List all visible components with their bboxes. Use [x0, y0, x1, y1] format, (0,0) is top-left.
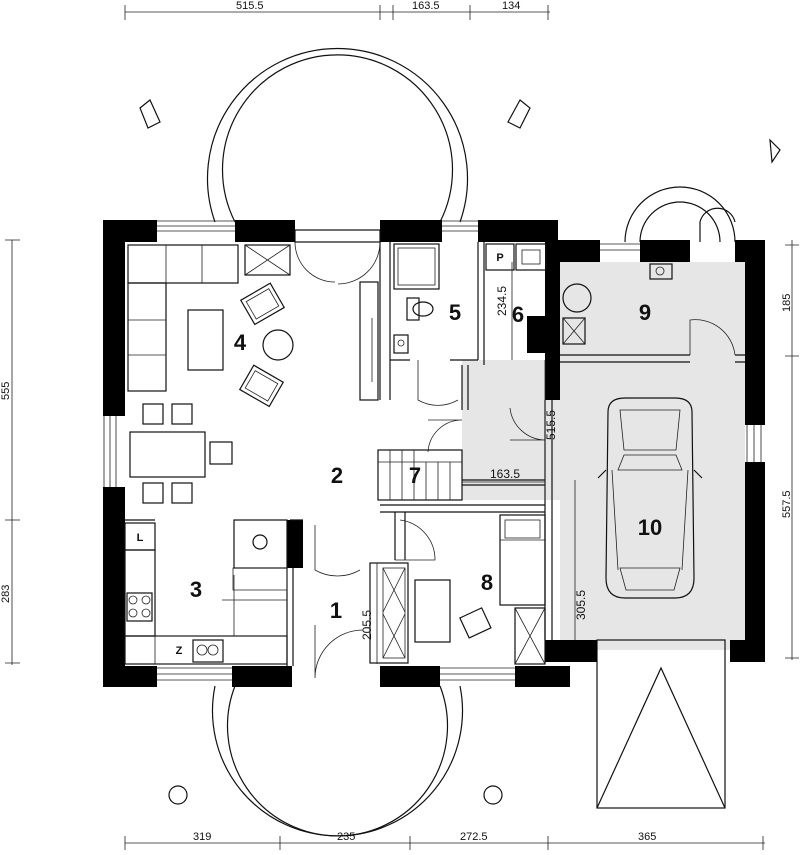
interior-dim-5: 305.5 — [574, 590, 588, 620]
dim-bottom-4: 365 — [638, 831, 656, 843]
dim-top-3: 134 — [502, 0, 520, 12]
room-number-9: 9 — [639, 300, 651, 325]
dim-left-1: 555 — [0, 382, 12, 400]
utility-fixtures — [485, 243, 547, 271]
room-number-5: 5 — [449, 300, 461, 325]
dim-bottom-1: 319 — [193, 831, 211, 843]
pergola-top — [139, 47, 531, 223]
kitchen-sink — [192, 639, 224, 663]
pergola-garage — [624, 138, 781, 243]
room-number-8: 8 — [481, 570, 493, 595]
desk — [414, 579, 451, 643]
room-number-4: 4 — [234, 330, 247, 355]
tv-cabinet — [359, 281, 379, 401]
room-number-2: 2 — [331, 463, 343, 488]
interior-dim-4: 205.5 — [360, 610, 374, 640]
desk-chair — [459, 607, 492, 639]
room-number-1: 1 — [330, 598, 342, 623]
dim-bottom-3: 272.5 — [460, 831, 488, 843]
garage-fixtures — [562, 263, 673, 345]
room-number-3: 3 — [190, 577, 202, 602]
driveway — [596, 639, 726, 809]
coffee-table — [187, 309, 224, 371]
interior-dimension-lines — [376, 262, 576, 664]
stove — [126, 592, 153, 622]
hall-floor — [462, 360, 560, 500]
dim-left-2: 283 — [0, 585, 12, 603]
room-number-10: 10 — [638, 515, 662, 540]
room-number-6: 6 — [512, 302, 524, 327]
dim-top-2: 163.5 — [412, 0, 440, 12]
boiler-label: P — [496, 252, 503, 264]
fridge-label: L — [137, 532, 144, 544]
sink-label: Z — [176, 645, 183, 657]
doors — [314, 319, 736, 679]
hall-wardrobe — [369, 562, 409, 664]
pergola-bottom — [168, 685, 503, 837]
bed — [499, 514, 546, 606]
armchairs — [238, 282, 294, 408]
sofa — [127, 244, 291, 392]
windows — [103, 220, 762, 681]
walls — [103, 220, 765, 687]
dim-top-1: 515.5 — [236, 0, 264, 12]
bathroom-fixtures — [393, 243, 440, 354]
interior-dim-1: 234.5 — [495, 286, 509, 316]
interior-dim-2: 515.5 — [544, 410, 558, 440]
room-number-7: 7 — [409, 463, 421, 488]
dining-set — [129, 403, 233, 504]
dim-right-2: 557.5 — [781, 490, 793, 518]
dim-right-1: 185 — [781, 294, 793, 312]
dim-bottom-2: 235 — [337, 831, 355, 843]
interior-dim-3: 163.5 — [490, 467, 520, 481]
dimension-lines — [5, 5, 799, 850]
terrace-door — [294, 229, 381, 285]
staircase — [377, 449, 463, 501]
bedroom-wardrobe — [514, 607, 546, 665]
car — [597, 397, 703, 599]
kitchen-counters — [124, 519, 288, 665]
